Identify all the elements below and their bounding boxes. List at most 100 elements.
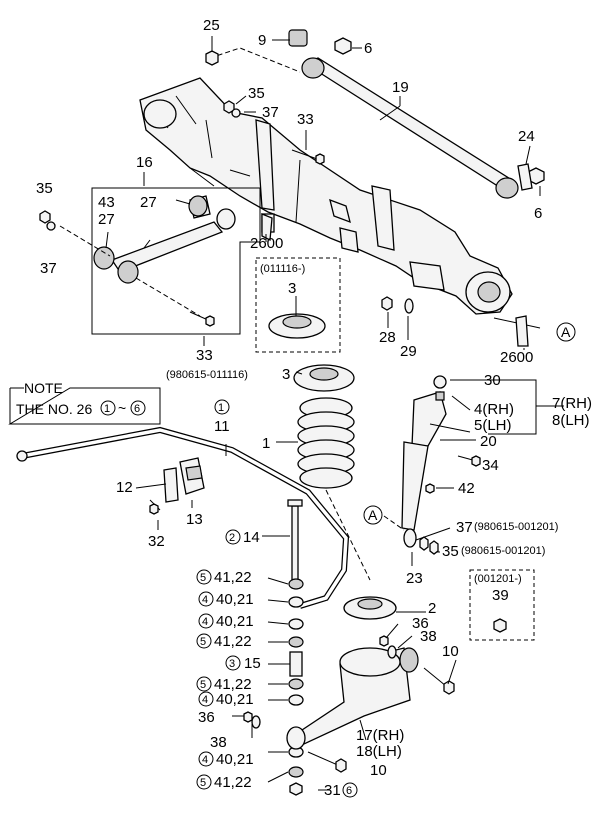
label-35-left: 35 [36, 180, 53, 197]
ref-marker-a1: A [556, 322, 576, 342]
circle-marker-6 [342, 782, 358, 798]
note-range-sep: ~ [118, 400, 126, 416]
label-36-left: 36 [198, 709, 215, 726]
label-30: 30 [484, 372, 501, 389]
label-17rh: 17(RH) [356, 727, 404, 744]
circle-marker-4a [198, 591, 214, 607]
label-40-21-a: 40,21 [216, 591, 254, 608]
label-9: 9 [258, 32, 266, 49]
svg-text:4: 4 [202, 616, 208, 628]
label-8lh: 8(LH) [552, 412, 590, 429]
svg-text:5: 5 [200, 777, 206, 789]
label-41-22-a: 41,22 [214, 569, 252, 586]
circle-number-2: 2 [229, 532, 235, 544]
nut-39 [493, 618, 507, 633]
circle-marker-2 [225, 529, 241, 545]
svg-text:4: 4 [202, 694, 208, 706]
label-31: 31 [324, 782, 341, 799]
label-35-code: (980615-001201) [461, 545, 545, 557]
label-35-top: 35 [248, 85, 265, 102]
label-10-right: 10 [442, 643, 459, 660]
circle-marker-5c [196, 676, 212, 692]
label-3-box: 3 [288, 280, 296, 297]
label-3: 3 [282, 366, 290, 383]
label-15: 15 [244, 655, 261, 672]
label-18lh: 18(LH) [356, 743, 402, 760]
label-20: 20 [480, 433, 497, 450]
label-1: 1 [262, 435, 270, 452]
svg-text:6: 6 [346, 785, 352, 797]
label-12: 12 [116, 479, 133, 496]
label-37-top: 37 [262, 104, 279, 121]
coil-spring-1 [297, 397, 371, 581]
svg-text:4: 4 [202, 754, 208, 766]
svg-text:5: 5 [200, 572, 206, 584]
label-13: 13 [186, 511, 203, 528]
label-5lh: 5(LH) [474, 417, 512, 434]
label-37-right: 37 [456, 519, 473, 536]
stabilizer-bar [16, 426, 350, 609]
label-35-right: 35 [442, 543, 459, 560]
label-28: 28 [379, 329, 396, 346]
label-10-bottom: 10 [370, 762, 387, 779]
note-range-to: 6 [134, 403, 140, 415]
circle-marker-3 [225, 655, 241, 671]
label-38-right: 38 [420, 628, 437, 645]
circle-marker-4d [198, 751, 214, 767]
label-43: 43 [98, 194, 115, 211]
circle-marker-5b [196, 633, 212, 649]
label-27-left: 27 [98, 211, 115, 228]
label-41-22-b: 41,22 [214, 633, 252, 650]
part-labels: 25 9 6 19 35 37 33 24 6 16 35 43 27 27 3… [36, 17, 592, 799]
leader-lines [105, 36, 564, 791]
label-980615-011116: (980615-011116) [166, 369, 248, 381]
label-6-top: 6 [364, 40, 372, 57]
svg-text:4: 4 [202, 594, 208, 606]
label-011116: (011116-) [260, 263, 305, 275]
label-29: 29 [400, 343, 417, 360]
label-7rh: 7(RH) [552, 395, 592, 412]
label-14: 14 [243, 529, 260, 546]
label-33-bottom: 33 [196, 347, 213, 364]
label-25: 25 [203, 17, 220, 34]
lower-arm [243, 596, 455, 773]
label-27-right: 27 [140, 194, 157, 211]
svg-text:5: 5 [200, 636, 206, 648]
circle-marker-1 [214, 399, 230, 415]
label-40-21-b: 40,21 [216, 613, 254, 630]
label-2600-top: 2600 [250, 235, 283, 252]
label-39: 39 [492, 587, 509, 604]
spring-seat-box [255, 257, 355, 392]
svg-text:5: 5 [200, 679, 206, 691]
small-fasteners [261, 213, 541, 347]
bolt-stack [287, 499, 304, 796]
trailing-arm-box-16 [39, 187, 261, 335]
label-16: 16 [136, 154, 153, 171]
label-41-22-d: 41,22 [214, 774, 252, 791]
shock-absorber [383, 375, 481, 555]
note-text: THE NO. 26 [16, 401, 92, 417]
note-box: NOTE THE NO. 26 1 ~ 6 [8, 380, 161, 425]
circle-marker-4c [198, 691, 214, 707]
label-24: 24 [518, 128, 535, 145]
lateral-rod-19 [205, 29, 545, 199]
label-19: 19 [392, 79, 409, 96]
label-23: 23 [406, 570, 423, 587]
label-2600-right: 2600 [500, 349, 533, 366]
ref-marker-a2: A [363, 505, 383, 525]
label-40-21-c: 40,21 [216, 691, 254, 708]
label-11: 11 [214, 418, 230, 435]
label-34: 34 [482, 457, 499, 474]
note-range-from: 1 [104, 403, 110, 415]
label-2: 2 [428, 600, 436, 617]
note-title: NOTE [24, 380, 63, 396]
svg-text:3: 3 [229, 658, 235, 670]
label-36-right: 36 [412, 615, 429, 632]
circle-number-1: 1 [218, 402, 224, 414]
circle-marker-5d [196, 774, 212, 790]
svg-text:A: A [368, 507, 378, 523]
label-4rh: 4(RH) [474, 401, 514, 418]
label-33-top: 33 [297, 111, 314, 128]
label-41-22-c: 41,22 [214, 676, 252, 693]
